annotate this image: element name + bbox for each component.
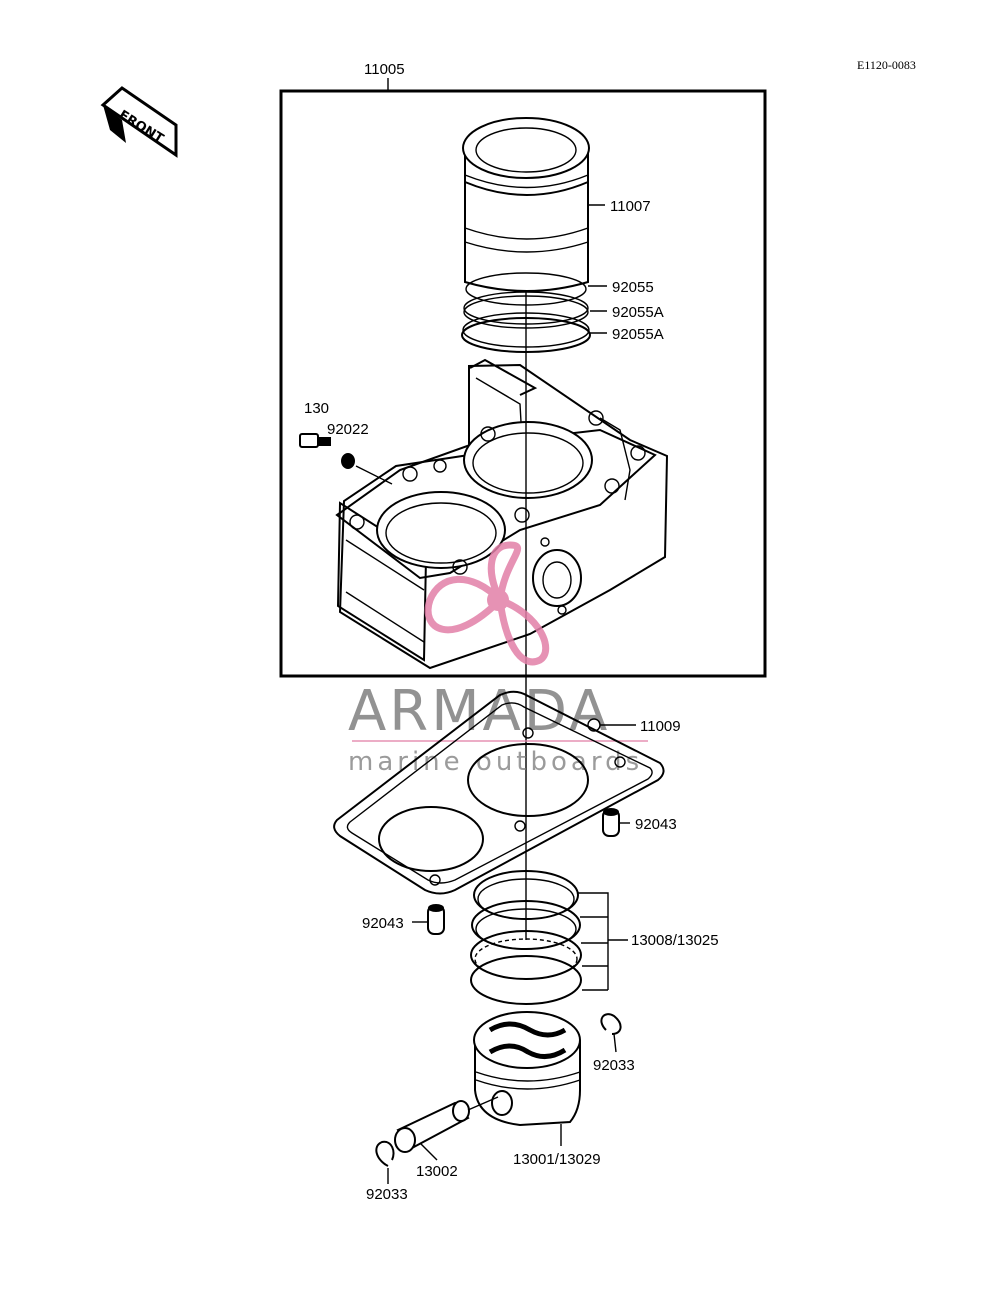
label-dowel-right: 92043	[635, 816, 677, 833]
piston	[473, 1011, 581, 1127]
circlip-left	[375, 1140, 395, 1167]
cylinder-assembly-box	[279, 89, 767, 678]
propeller-icon	[424, 541, 550, 666]
label-piston-rings: 13008/13025	[631, 932, 719, 949]
label-circlip-right: 92033	[593, 1057, 635, 1074]
label-assembly: 11005	[364, 61, 405, 78]
label-dowel-left: 92043	[362, 915, 404, 932]
watermark-logo: ARMADA marine outboards	[348, 541, 648, 777]
piston-ring-set	[470, 870, 582, 1005]
label-piston-pin: 13002	[416, 1163, 458, 1180]
label-piston: 13001/13029	[513, 1151, 601, 1168]
head-gasket	[333, 690, 665, 895]
dowel-pin-right	[602, 808, 620, 837]
label-circlip-left: 92033	[366, 1186, 408, 1203]
label-gasket: 11009	[640, 718, 681, 735]
label-sleeve: 11007	[610, 198, 651, 215]
watermark-tagline: marine outboards	[348, 747, 643, 777]
front-arrow-icon: FRONT	[100, 86, 178, 158]
diagram-code: E1120-0083	[857, 58, 916, 72]
cylinder-sleeve	[462, 117, 590, 292]
label-ring-oil: 92055A	[612, 326, 664, 343]
label-washer: 92022	[327, 421, 369, 438]
dowel-pin-left	[427, 904, 445, 935]
washer	[341, 453, 355, 469]
label-ring-second: 92055A	[612, 304, 664, 321]
piston-pin	[394, 1100, 470, 1153]
label-bolt: 130	[304, 400, 329, 417]
cylinder-block	[335, 358, 669, 670]
label-ring-top: 92055	[612, 279, 654, 296]
circlip-right	[600, 1013, 622, 1035]
watermark-accent	[424, 575, 503, 634]
bolt	[299, 433, 331, 448]
